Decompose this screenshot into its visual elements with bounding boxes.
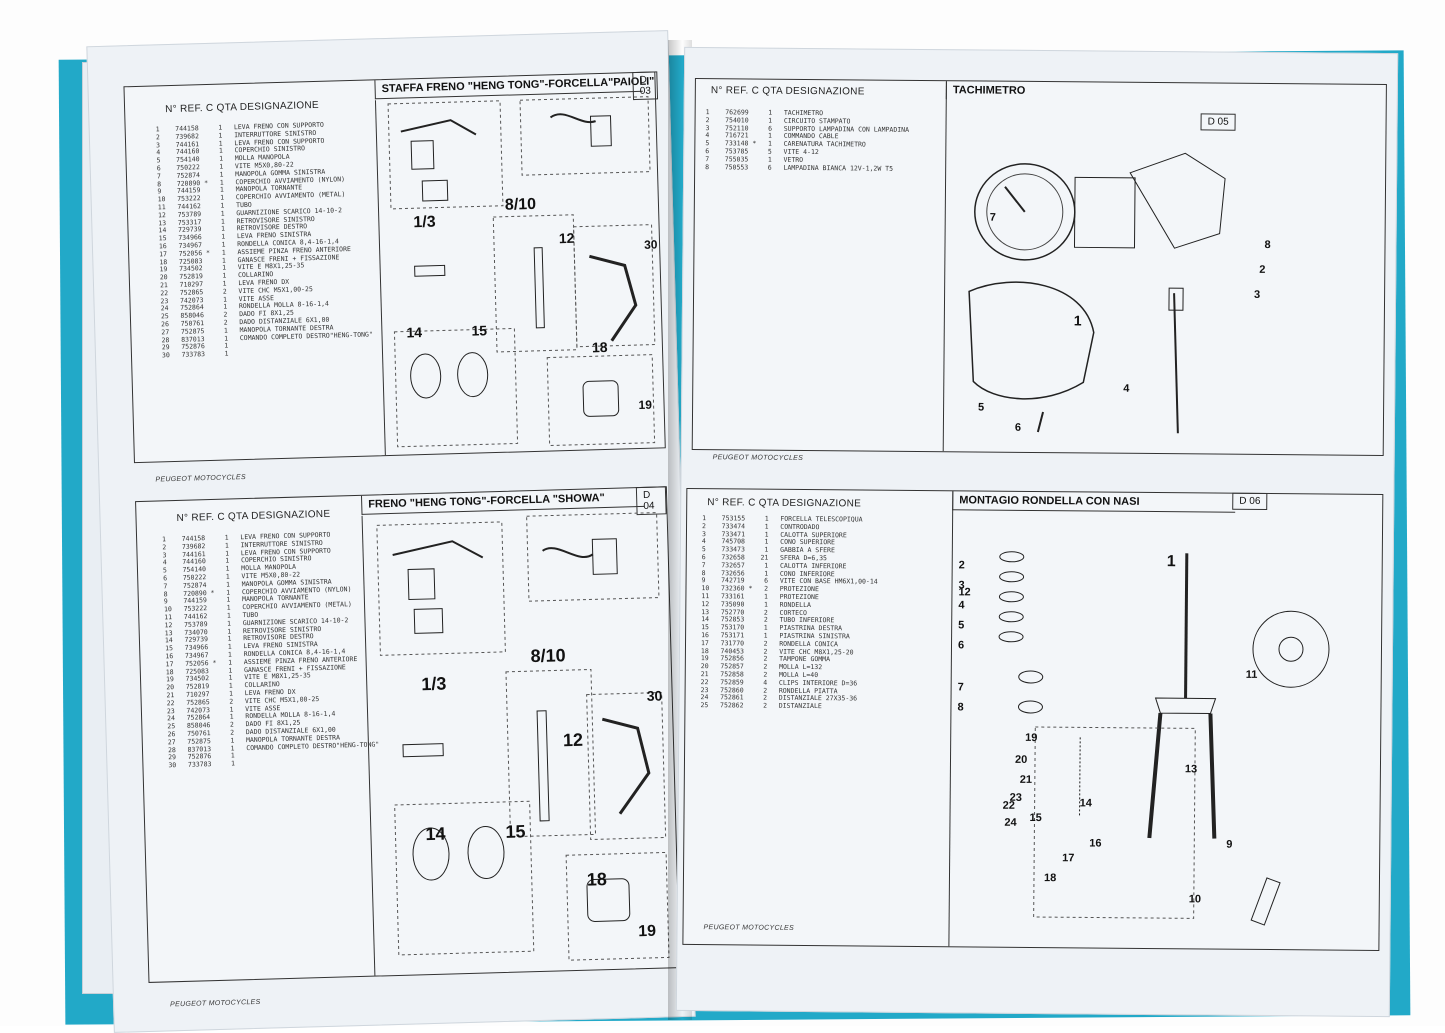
callout-label: 13 — [1184, 763, 1198, 776]
callout-label: 8/10 — [530, 645, 566, 667]
callout-label: 20 — [1014, 753, 1028, 766]
footer-brand: PEUGEOT MOTOCYCLES — [712, 454, 804, 462]
callout-label: 19 — [638, 397, 653, 413]
callout-label: 4 — [1123, 382, 1130, 395]
footer-brand: PEUGEOT MOTOCYCLES — [155, 474, 246, 484]
callout-label: 14 — [1079, 797, 1092, 810]
callout-label: 12 — [958, 586, 971, 599]
callout-label: 1/3 — [420, 673, 447, 695]
callout-label: 19 — [638, 922, 657, 941]
callout-label: 5 — [978, 401, 985, 414]
callout-label: 8 — [957, 701, 964, 714]
callout-label: 9 — [1226, 838, 1233, 851]
callout-label: 15 — [1029, 811, 1042, 825]
table-row: 25 752862 2 DISTANZIALE — [700, 701, 822, 711]
sheet-d03: N° REF. C QTA DESIGNAZIONE STAFFA FRENO … — [123, 71, 666, 484]
callout-label: 14 — [425, 823, 446, 845]
callout-label: 15 — [471, 322, 488, 339]
exploded-diagram — [387, 96, 656, 448]
callout-label: 3 — [1254, 288, 1261, 301]
callout-label: 1/3 — [413, 213, 436, 232]
footer-brand: PEUGEOT MOTOCYCLES — [703, 924, 795, 932]
callout-label: 16 — [1089, 837, 1102, 850]
callout-label: 12 — [562, 729, 584, 751]
callout-label: 6 — [1014, 421, 1022, 434]
callout-label: 8 — [1264, 238, 1271, 252]
fork-diagram — [998, 551, 1330, 926]
callout-label: 8/10 — [504, 195, 537, 214]
callout-label: 14 — [406, 324, 423, 341]
column-headers: N° REF. C QTA DESIGNAZIONE — [707, 497, 862, 510]
table-divider — [942, 81, 947, 452]
speedometer-diagram — [968, 152, 1226, 434]
sheet-d05: N° REF. C QTA DESIGNAZIONE TACHIMETRO D … — [691, 77, 1387, 462]
callout-label: 12 — [558, 229, 575, 247]
left-page: N° REF. C QTA DESIGNAZIONE STAFFA FRENO … — [86, 30, 696, 1033]
sheet-title: TACHIMETRO — [945, 81, 1379, 103]
callout-label: 5 — [958, 619, 965, 632]
callout-label: 18 — [1043, 872, 1057, 885]
callout-label: 1 — [1166, 553, 1176, 571]
callout-label: 11 — [1245, 668, 1258, 681]
sheet-title: MONTAGIO RONDELLA CON NASI — [952, 491, 1236, 513]
column-headers: N° REF. C QTA DESIGNAZIONE — [710, 85, 865, 98]
callout-label: 24 — [1004, 816, 1017, 829]
sheet-code: D 06 — [1232, 492, 1268, 511]
callout-label: 7 — [957, 681, 964, 694]
callout-label: 18 — [586, 869, 608, 890]
sheet-d04: N° REF. C QTA DESIGNAZIONE FRENO "HENG T… — [135, 486, 681, 1008]
callout-label: 30 — [646, 687, 663, 704]
callout-label: 30 — [643, 237, 658, 252]
sheet-code: D 05 — [1200, 113, 1236, 131]
column-headers: N° REF. C QTA DESIGNAZIONE — [176, 508, 331, 524]
callout-label: 2 — [958, 559, 965, 572]
callout-label: 19 — [1025, 731, 1038, 745]
callout-label: 6 — [957, 639, 965, 652]
callout-label: 4 — [958, 599, 965, 612]
right-page: N° REF. C QTA DESIGNAZIONE TACHIMETRO D … — [675, 46, 1399, 1018]
callout-label: 21 — [1019, 773, 1033, 786]
callout-label: 2 — [1259, 263, 1266, 276]
column-headers: N° REF. C QTA DESIGNAZIONE — [164, 99, 320, 116]
table-divider — [948, 491, 954, 947]
callout-label: 23 — [1009, 791, 1022, 804]
table-row: 8 750553 6 LAMPADINA BIANCA 12V-1,2W T5 — [705, 162, 894, 173]
callout-label: 10 — [1188, 893, 1202, 906]
callout-label: 17 — [1062, 852, 1075, 865]
sheet-d06: N° REF. C QTA DESIGNAZIONE MONTAGIO ROND… — [682, 487, 1384, 952]
callout-label: 18 — [591, 338, 608, 356]
callout-label: 1 — [1073, 312, 1082, 329]
exploded-diagram — [376, 512, 670, 961]
footer-brand: PEUGEOT MOTOCYCLES — [170, 998, 261, 1009]
callout-label: 7 — [989, 211, 996, 224]
callout-label: 15 — [505, 821, 526, 842]
